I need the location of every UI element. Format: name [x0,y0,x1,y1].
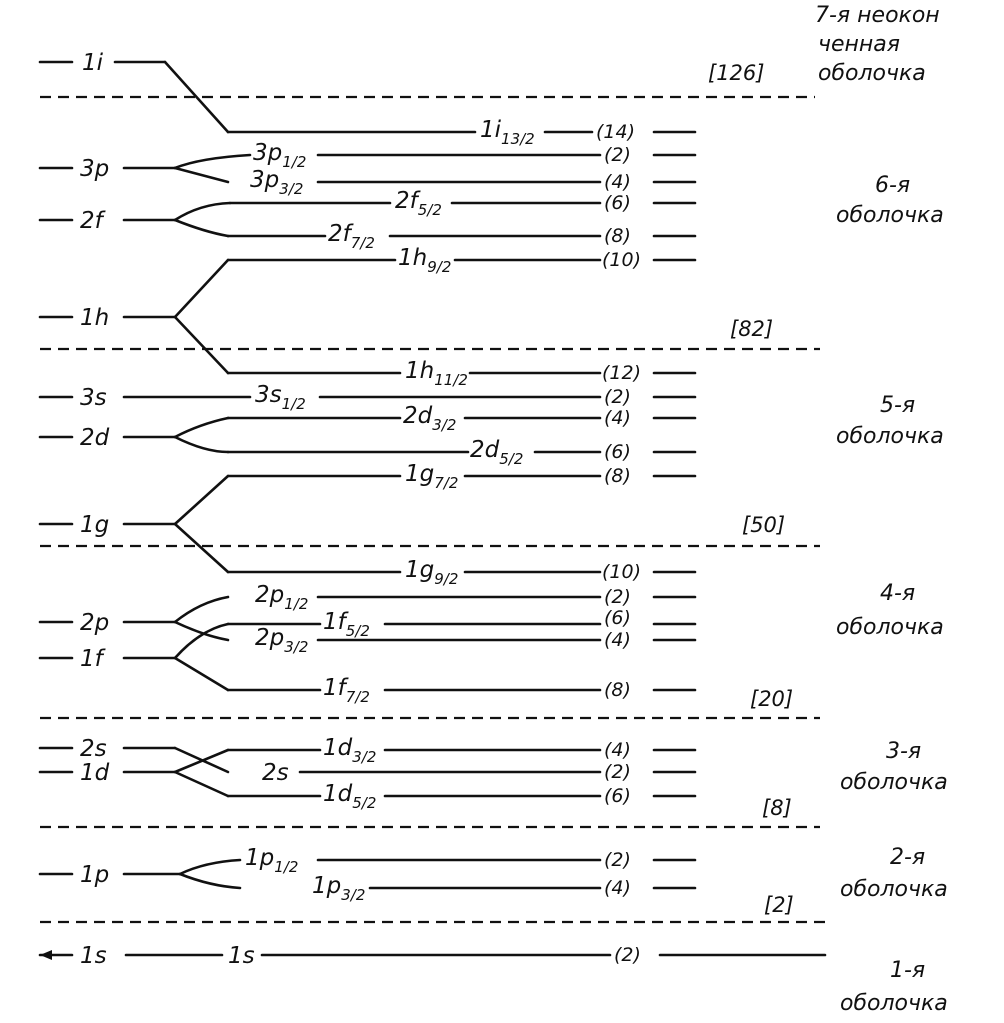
shell-1-line1: 1-я [890,958,925,983]
occ-2s: (2) [604,761,631,783]
split-label-1g9: 1g9/2 [405,557,458,588]
osc-label-1d: 1d [80,760,110,786]
split-label-2p1: 2p1/2 [255,582,308,613]
occ-1i13: (14) [596,121,635,143]
occ-2d3: (4) [604,407,631,429]
split-label-1g7: 1g7/2 [405,461,458,492]
osc-label-2f: 2f [80,208,106,234]
occ-1h11: (12) [602,362,641,384]
shell-2-line1: 2-я [890,845,925,870]
occ-3p3: (4) [604,171,631,193]
shell-closure-lines [40,95,825,924]
osc-label-1f: 1f [80,646,106,672]
split-level-lines [226,130,827,957]
split-label-1h9: 1h9/2 [398,245,451,276]
occ-2p3: (4) [604,629,631,651]
split-label-2d5: 2d5/2 [470,437,523,468]
split-label-1h11: 1h11/2 [405,358,468,389]
shell-4-line2: оболочка [836,615,944,640]
magic-2: [2] [764,893,794,917]
occ-2p1: (2) [604,586,631,608]
magic-8: [8] [762,796,792,820]
shell-3-line2: оболочка [840,770,948,795]
occ-2d5: (6) [604,441,631,463]
split-label-1d5: 1d5/2 [323,781,376,812]
magic-82: [82] [730,317,773,341]
osc-label-2s: 2s [80,736,107,762]
occ-1g7: (8) [604,465,631,487]
occ-1d5: (6) [604,785,631,807]
oscillator-level-labels: 1i 3p 2f 1h 3s 2d 1g 2p 1f 2s 1d 1p 1s [80,50,110,969]
occ-1p1: (2) [604,849,631,871]
split-label-2s: 2s [262,760,289,786]
osc-label-2d: 2d [80,425,110,451]
split-label-2f5: 2f5/2 [395,188,442,219]
occ-1p3: (4) [604,877,631,899]
occ-2f5: (6) [604,192,631,214]
split-label-3s1: 3s1/2 [255,382,306,413]
shell-7-line2: ченная [818,32,900,57]
split-label-3p1: 3p1/2 [253,140,306,171]
occ-3p1: (2) [604,144,631,166]
shell-1-line2: оболочка [840,991,948,1016]
oscillator-level-stubs [38,60,252,960]
magic-numbers: [126] [82] [50] [20] [8] [2] [708,61,794,917]
split-label-1d3: 1d3/2 [323,735,376,766]
occ-1g9: (10) [602,561,641,583]
split-label-1p3: 1p3/2 [312,873,365,904]
occ-1f5: (6) [604,607,631,629]
osc-label-1g: 1g [80,512,109,538]
occ-2f7: (8) [604,225,631,247]
osc-label-1p: 1p [80,862,109,888]
shell-3-line1: 3-я [886,739,921,764]
occ-1d3: (4) [604,739,631,761]
osc-label-1i: 1i [82,50,104,76]
occ-3s1: (2) [604,386,631,408]
shell-6-line2: оболочка [836,203,944,228]
osc-label-1h: 1h [80,305,109,331]
split-label-3p3: 3p3/2 [250,167,303,198]
osc-label-1s: 1s [80,943,107,969]
shell-4-line1: 4-я [880,581,915,606]
shell-names: 7-я неокон ченная оболочка 6-я оболочка … [815,3,948,1016]
split-label-2f7: 2f7/2 [328,221,375,252]
splitting-connectors [163,60,252,890]
split-label-1s: 1s [228,943,255,969]
shell-5-line1: 5-я [880,393,915,418]
shell-7-line1: 7-я неокон [815,3,940,28]
shell-5-line2: оболочка [836,424,944,449]
osc-label-2p: 2p [80,610,109,636]
split-label-1f7: 1f7/2 [323,675,370,706]
occ-1h9: (10) [602,249,641,271]
occ-1f7: (8) [604,679,631,701]
split-label-1p1: 1p1/2 [245,845,298,876]
magic-20: [20] [750,687,793,711]
shell-6-line1: 6-я [875,173,910,198]
magic-126: [126] [708,61,764,85]
split-label-2p3: 2p3/2 [255,625,308,656]
split-label-1f5: 1f5/2 [323,609,370,640]
magic-50: [50] [742,513,785,537]
occupancy-labels: (14) (2) (4) (6) (8) (10) (12) (2) (4) (… [596,121,641,966]
split-label-2d3: 2d3/2 [403,403,456,434]
occ-1s: (2) [614,944,641,966]
shell-7-line3: оболочка [818,61,926,86]
shell-2-line2: оболочка [840,877,948,902]
split-level-labels: 1i13/2 3p1/2 3p3/2 2f5/2 2f7/2 1h9/2 1h1… [228,117,535,969]
osc-label-3p: 3p [80,156,109,182]
osc-label-3s: 3s [80,385,107,411]
split-label-1i13: 1i13/2 [480,117,535,148]
